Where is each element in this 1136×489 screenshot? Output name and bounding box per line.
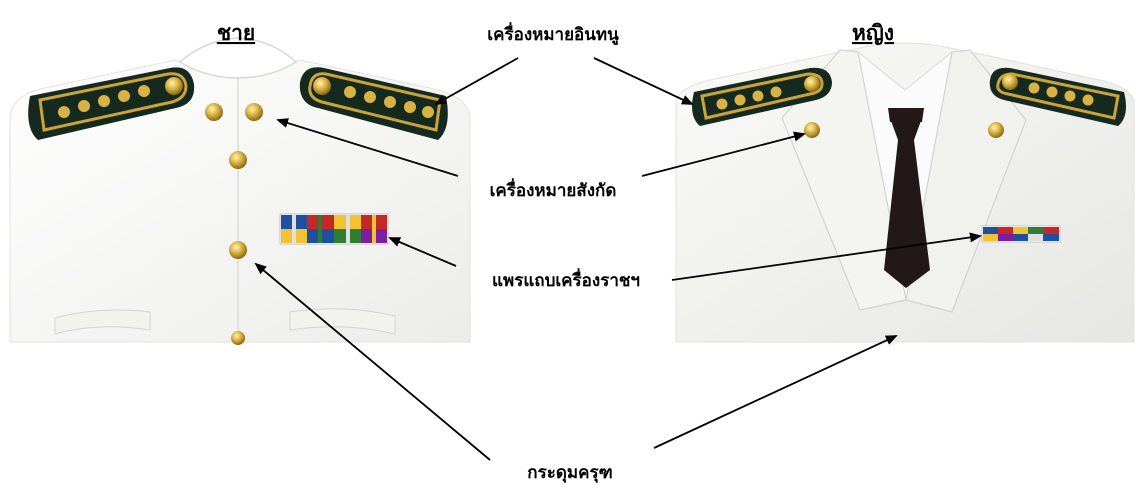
male-button-3 xyxy=(231,331,245,345)
arrow-ribbon-female xyxy=(671,232,982,281)
male-ribbon-bar xyxy=(279,213,389,245)
arrow-epaulette-female xyxy=(593,57,694,105)
male-epaulette-left xyxy=(28,67,195,140)
female-epaulette-right xyxy=(989,67,1126,126)
female-title: หญิง xyxy=(852,20,894,46)
male-pocket-left xyxy=(54,309,151,335)
male-uniform-image xyxy=(9,37,471,345)
label-epaulette: เครื่องหมายอินทนู xyxy=(487,22,619,46)
male-epaulette-right xyxy=(299,67,448,140)
label-buttons: กระดุมครุฑ xyxy=(527,463,612,483)
female-lapel-right xyxy=(905,49,1027,313)
male-collar-insignia-left xyxy=(205,103,223,121)
male-button-2 xyxy=(229,241,247,259)
female-tie-knot xyxy=(888,108,924,122)
label-collar-insignia: เครื่องหมายสังกัด xyxy=(490,178,617,201)
arrow-epaulette-male xyxy=(434,57,519,105)
male-collar-insignia-right xyxy=(245,103,263,121)
female-collar-insignia-left xyxy=(804,122,820,138)
arrow-button-female xyxy=(653,335,898,449)
callout-arrows xyxy=(254,57,982,461)
female-collar-insignia-right xyxy=(988,122,1004,138)
arrow-ribbon-male xyxy=(388,237,457,267)
female-lapel-left xyxy=(781,49,907,311)
male-title: ชาย xyxy=(217,20,255,45)
arrow-insignia-male xyxy=(276,118,459,177)
female-uniform-image xyxy=(675,42,1135,343)
male-button-1 xyxy=(229,151,247,169)
female-epaulette-left xyxy=(692,67,832,126)
label-ribbon-bar: แพรแถบเครื่องราชฯ xyxy=(492,268,640,291)
male-collar xyxy=(178,37,298,79)
arrow-button-male xyxy=(254,262,491,461)
arrow-insignia-female xyxy=(641,131,806,177)
female-ribbon-bar xyxy=(981,225,1061,243)
